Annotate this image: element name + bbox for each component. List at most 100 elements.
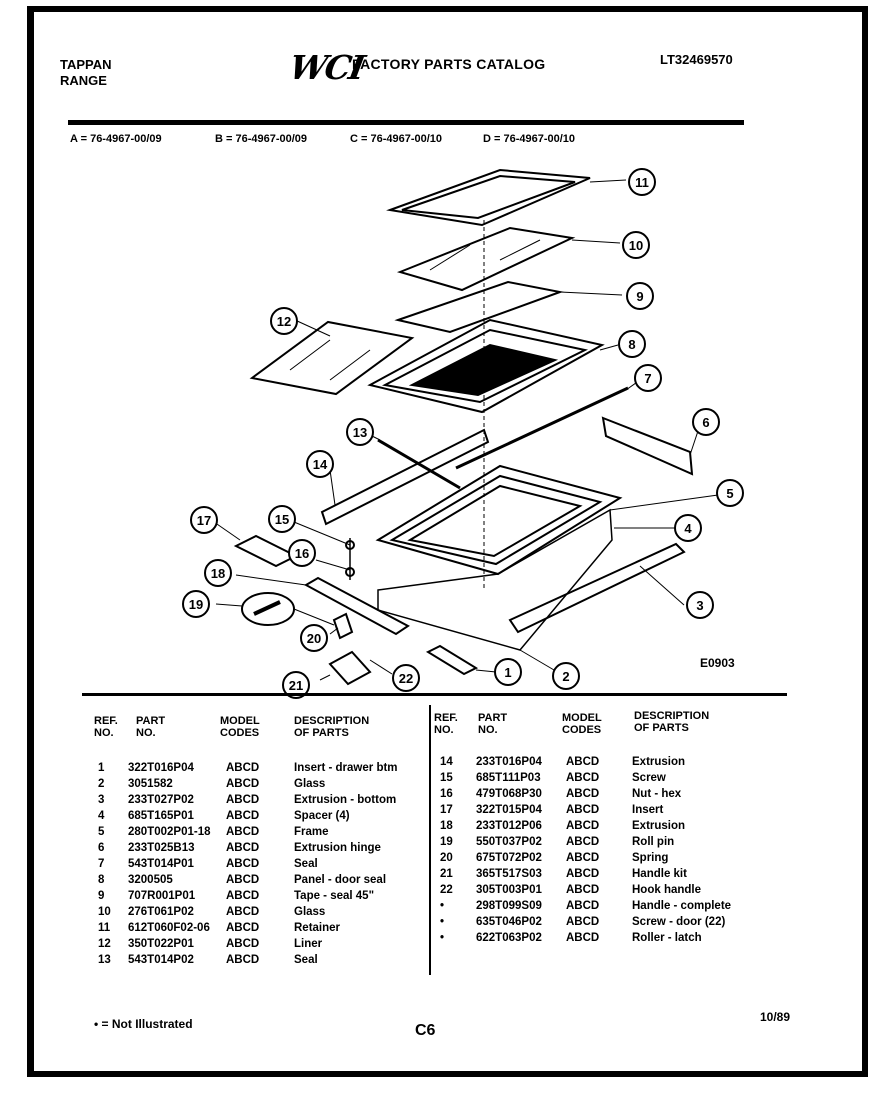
callout-label: 14: [313, 457, 328, 472]
part-insert-shape: [233, 534, 299, 568]
callout-label: 19: [189, 597, 203, 612]
col-desc-header-right: DESCRIPTION OF PARTS: [634, 710, 709, 734]
table-row: 8 3200505 ABCD Panel - door seal: [94, 874, 429, 890]
callout-14: 14: [306, 450, 334, 478]
cell-desc: Roll pin: [632, 836, 675, 848]
callout-label: 3: [696, 598, 703, 613]
cell-ref: •: [440, 916, 445, 928]
brand-block: TAPPAN RANGE: [60, 57, 112, 89]
part-extrusion-bottom-shape: [508, 542, 686, 634]
table-top-rule: [82, 693, 787, 696]
col-part-header: PART NO.: [136, 715, 165, 739]
callout-10: 10: [622, 231, 650, 259]
callout-9: 9: [626, 282, 654, 310]
cell-desc: Insert - drawer btm: [294, 762, 398, 774]
part-extrusion-handle-shape: [303, 576, 410, 636]
part-hinge-shape: [601, 416, 694, 476]
callout-3: 3: [686, 591, 714, 619]
callout-label: 7: [644, 371, 651, 386]
callout-13: 13: [346, 418, 374, 446]
brand-line-1: TAPPAN: [60, 57, 112, 72]
ref-header-right-line2: NO.: [434, 724, 454, 736]
callout-label: 13: [353, 425, 367, 440]
callout-18: 18: [204, 559, 232, 587]
cell-ref: 14: [440, 756, 453, 768]
cell-desc: Panel - door seal: [294, 874, 387, 886]
col-part-header-right: PART NO.: [478, 712, 507, 736]
callout-label: 17: [197, 513, 211, 528]
callout-label: 9: [636, 289, 643, 304]
cell-codes: ABCD: [226, 794, 260, 806]
part-frame-shape: [375, 464, 623, 576]
cell-desc: Spring: [632, 852, 669, 864]
part-header-line2: NO.: [136, 727, 156, 739]
cell-desc: Extrusion: [632, 820, 686, 832]
callout-1: 1: [494, 658, 522, 686]
cell-desc: Glass: [294, 778, 326, 790]
catalog-page-frame: [27, 6, 868, 1077]
cell-part: 276T061P02: [128, 906, 194, 918]
cell-part: 543T014P01: [128, 858, 194, 870]
callout-7: 7: [634, 364, 662, 392]
model-header-right-line2: CODES: [562, 724, 602, 736]
cell-desc: Screw - door (22): [632, 916, 726, 928]
cell-ref: 16: [440, 788, 453, 800]
cell-desc: Insert: [632, 804, 664, 816]
header-rule: [68, 120, 744, 125]
part-handle-kit-shape: [328, 650, 372, 686]
desc-header-line2: OF PARTS: [294, 727, 349, 739]
cell-desc: Extrusion - bottom: [294, 794, 397, 806]
cell-codes: ABCD: [226, 938, 260, 950]
cell-ref: •: [440, 932, 445, 944]
cell-codes: ABCD: [226, 810, 260, 822]
cell-codes: ABCD: [226, 874, 260, 886]
part-insert-drawer-shape: [425, 644, 479, 676]
cell-ref: 8: [98, 874, 105, 886]
cell-ref: 9: [98, 890, 105, 902]
cell-ref: 12: [98, 938, 111, 950]
part-tape-shape: [394, 280, 564, 334]
callout-15: 15: [268, 505, 296, 533]
cell-codes: ABCD: [226, 826, 260, 838]
callout-20: 20: [300, 624, 328, 652]
desc-header-right-line1: DESCRIPTION: [634, 710, 710, 722]
callout-label: 1: [504, 665, 511, 680]
cell-codes: ABCD: [566, 884, 600, 896]
callout-19: 19: [182, 590, 210, 618]
model-header-right-line1: MODEL: [562, 712, 602, 724]
callout-label: 16: [295, 546, 309, 561]
cell-codes: ABCD: [226, 922, 260, 934]
desc-header-line1: DESCRIPTION: [294, 715, 370, 727]
col-model-header: MODEL CODES: [220, 715, 260, 739]
cell-desc: Handle kit: [632, 868, 687, 880]
callout-11: 11: [628, 168, 656, 196]
cell-part: 3200505: [128, 874, 173, 886]
cell-part: 675T072P02: [476, 852, 542, 864]
cell-ref: 20: [440, 852, 453, 864]
not-illustrated-note: • = Not Illustrated: [94, 1017, 193, 1031]
desc-header-right-line2: OF PARTS: [634, 722, 689, 734]
cell-part: 233T016P04: [476, 756, 542, 768]
cell-ref: 17: [440, 804, 453, 816]
catalog-number: LT32469570: [660, 52, 733, 67]
cell-desc: Glass: [294, 906, 326, 918]
cell-part: 322T016P04: [128, 762, 194, 774]
cell-part: 635T046P02: [476, 916, 542, 928]
cell-codes: ABCD: [226, 954, 260, 966]
callout-label: 6: [702, 415, 709, 430]
cell-codes: ABCD: [566, 932, 600, 944]
cell-ref: 7: [98, 858, 105, 870]
cell-part: 622T063P02: [476, 932, 542, 944]
ref-header-line2: NO.: [94, 727, 114, 739]
